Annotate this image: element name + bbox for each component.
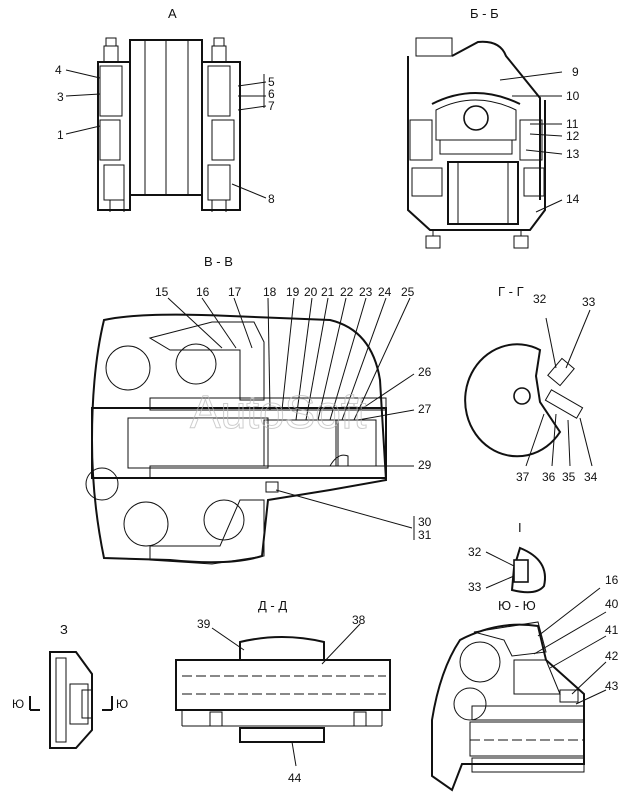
view-vv: В - В [85,254,415,565]
view-z-title: З [60,622,68,637]
view-bb-title: Б - Б [470,6,499,21]
callout-4: 4 [55,63,62,77]
view-vv-title: В - В [204,254,233,269]
view-i: I [485,520,546,594]
callout-36: 36 [542,470,556,484]
view-bb: Б - Б [407,6,563,249]
callout-26: 26 [418,365,432,379]
callout-5: 5 [268,75,275,89]
callout-21: 21 [321,285,335,299]
callout-3: 3 [57,90,64,104]
callout-39: 39 [197,617,211,631]
callout-16: 16 [196,285,210,299]
callout-14: 14 [566,192,580,206]
callout-12: 12 [566,129,580,143]
callout-31: 31 [418,528,432,542]
callout-1: 1 [57,128,64,142]
callout-29: 29 [418,458,432,472]
section-mark-left: Ю [12,697,24,711]
view-gg: Г - Г [464,284,593,467]
callout-labels: 1 3 4 5 6 7 8 9 10 11 12 13 14 15 16 17 … [55,63,619,785]
callout-44: 44 [288,771,302,785]
view-a-title: А [168,6,177,21]
callout-19: 19 [286,285,300,299]
callout-6: 6 [268,87,275,101]
callout-8: 8 [268,192,275,206]
callout-34: 34 [584,470,598,484]
view-dd: Д - Д [175,598,391,767]
view-dd-title: Д - Д [258,598,287,613]
view-z: З [29,622,113,749]
view-yy-title: Ю - Ю [498,598,536,613]
callout-17: 17 [228,285,242,299]
callout-15: 15 [155,285,169,299]
callout-10: 10 [566,89,580,103]
callout-33-gg: 33 [582,295,596,309]
section-mark-right: Ю [116,697,128,711]
callout-25: 25 [401,285,415,299]
callout-40: 40 [605,597,619,611]
callout-38: 38 [352,613,366,627]
view-i-title: I [518,520,522,535]
callout-18: 18 [263,285,277,299]
callout-30: 30 [418,515,432,529]
callout-32-i: 32 [468,545,482,559]
callout-35: 35 [562,470,576,484]
watermark-text: AutoSoft [190,386,367,438]
callout-42: 42 [605,649,619,663]
callout-33-i: 33 [468,580,482,594]
view-gg-title: Г - Г [498,284,524,299]
view-yy: Ю - Ю [431,587,607,792]
callout-23: 23 [359,285,373,299]
callout-9: 9 [572,65,579,79]
callout-20: 20 [304,285,318,299]
callout-13: 13 [566,147,580,161]
callout-27: 27 [418,402,432,416]
callout-11: 11 [566,117,579,131]
callout-16-yy: 16 [605,573,619,587]
callout-43: 43 [605,679,619,693]
callout-37: 37 [516,470,530,484]
callout-41: 41 [605,623,619,637]
callout-7: 7 [268,99,275,113]
callout-32-gg: 32 [533,292,547,306]
view-a: А [65,6,267,212]
callout-22: 22 [340,285,354,299]
callout-24: 24 [378,285,392,299]
